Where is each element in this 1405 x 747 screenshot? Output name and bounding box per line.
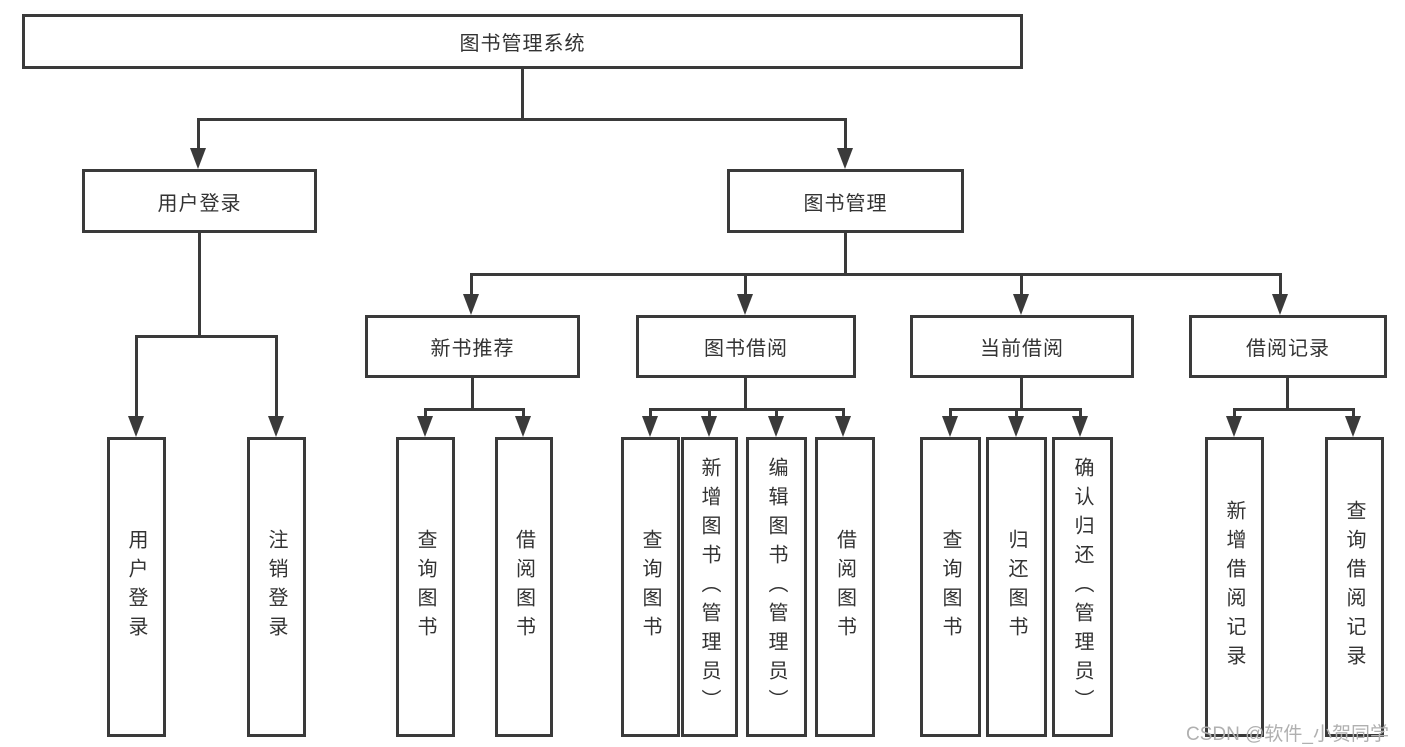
arrow-down-icon	[1272, 294, 1288, 315]
connector-line	[1286, 378, 1289, 408]
connector-line	[1079, 408, 1082, 418]
node-label: 借阅图书	[512, 529, 535, 645]
connector-line	[522, 408, 525, 418]
arrow-down-icon	[1013, 294, 1029, 315]
arrow-down-icon	[128, 416, 144, 437]
leaf-confirm-return-admin: 确认归还（管理员）	[1052, 437, 1113, 737]
connector-line	[197, 118, 847, 121]
node-current-borrowing: 当前借阅	[910, 315, 1134, 378]
connector-line	[521, 69, 524, 118]
arrow-down-icon	[1345, 416, 1361, 437]
node-label: 图书管理系统	[459, 33, 586, 55]
node-label: 新书推荐	[430, 338, 515, 360]
arrow-down-icon	[768, 416, 784, 437]
connector-line	[708, 408, 711, 418]
arrow-down-icon	[417, 416, 433, 437]
leaf-add-borrow-record: 新增借阅记录	[1205, 437, 1264, 737]
connector-line	[470, 273, 473, 296]
node-new-book-recommend: 新书推荐	[365, 315, 580, 378]
connector-line	[744, 378, 747, 408]
connector-line	[424, 408, 525, 411]
connector-line	[649, 408, 845, 411]
leaf-borrow-books-recommend: 借阅图书	[495, 437, 553, 737]
node-label: 编辑图书（管理员）	[765, 456, 787, 718]
connector-line	[1352, 408, 1355, 418]
arrow-down-icon	[1226, 416, 1242, 437]
connector-line	[949, 408, 952, 418]
leaf-add-books-admin: 新增图书（管理员）	[681, 437, 738, 737]
node-label: 借阅图书	[833, 529, 856, 645]
connector-line	[844, 233, 847, 273]
node-book-borrowing: 图书借阅	[636, 315, 856, 378]
connector-line	[1020, 273, 1023, 296]
connector-line	[198, 233, 201, 335]
connector-line	[1279, 273, 1282, 296]
node-root-system: 图书管理系统	[22, 14, 1023, 69]
node-book-management: 图书管理	[727, 169, 964, 233]
connector-line	[1015, 408, 1018, 418]
node-label: 查询借阅记录	[1343, 500, 1365, 674]
connector-line	[135, 335, 138, 416]
connector-line	[1233, 408, 1236, 418]
node-label: 新增图书（管理员）	[698, 456, 720, 718]
arrow-down-icon	[737, 294, 753, 315]
node-label: 用户登录	[157, 192, 242, 215]
node-label: 确认归还（管理员）	[1071, 456, 1093, 718]
arrow-down-icon	[1072, 416, 1088, 437]
leaf-query-borrow-record: 查询借阅记录	[1325, 437, 1384, 737]
connector-line	[649, 408, 652, 418]
node-label: 用户登录	[125, 529, 147, 645]
leaf-borrow-books: 借阅图书	[815, 437, 875, 737]
node-label: 图书借阅	[704, 338, 788, 360]
arrow-down-icon	[701, 416, 717, 437]
node-label: 图书管理	[803, 192, 888, 215]
leaf-user-login: 用户登录	[107, 437, 166, 737]
leaf-query-books-current: 查询图书	[920, 437, 981, 737]
leaf-edit-books-admin: 编辑图书（管理员）	[746, 437, 807, 737]
node-label: 查询图书	[639, 529, 661, 645]
connector-line	[844, 118, 847, 150]
connector-line	[470, 273, 1282, 276]
connector-line	[744, 273, 747, 296]
arrow-down-icon	[190, 148, 206, 169]
arrow-down-icon	[463, 294, 479, 315]
connector-line	[197, 118, 200, 150]
node-label: 借阅记录	[1246, 338, 1330, 360]
leaf-logout: 注销登录	[247, 437, 306, 737]
node-label: 查询图书	[939, 529, 961, 645]
connector-line	[471, 378, 474, 408]
leaf-query-books-borrowing: 查询图书	[621, 437, 680, 737]
connector-line	[775, 408, 778, 418]
arrow-down-icon	[942, 416, 958, 437]
arrow-down-icon	[642, 416, 658, 437]
node-label: 注销登录	[265, 529, 287, 645]
arrow-down-icon	[268, 416, 284, 437]
connector-line	[424, 408, 427, 418]
node-user-login: 用户登录	[82, 169, 317, 233]
arrow-down-icon	[515, 416, 531, 437]
connector-line	[135, 335, 278, 338]
arrow-down-icon	[835, 416, 851, 437]
node-label: 当前借阅	[980, 338, 1064, 360]
connector-line	[1233, 408, 1354, 411]
leaf-return-books: 归还图书	[986, 437, 1047, 737]
node-label: 归还图书	[1005, 529, 1027, 645]
node-borrowing-records: 借阅记录	[1189, 315, 1387, 378]
arrow-down-icon	[837, 148, 853, 169]
connector-line	[275, 335, 278, 416]
arrow-down-icon	[1008, 416, 1024, 437]
connector-line	[1020, 378, 1023, 408]
node-label: 查询图书	[414, 529, 436, 645]
csdn-watermark: CSDN @软件_小贺同学	[1186, 724, 1389, 745]
leaf-query-books-recommend: 查询图书	[396, 437, 455, 737]
connector-line	[842, 408, 845, 418]
node-label: 新增借阅记录	[1223, 500, 1245, 674]
